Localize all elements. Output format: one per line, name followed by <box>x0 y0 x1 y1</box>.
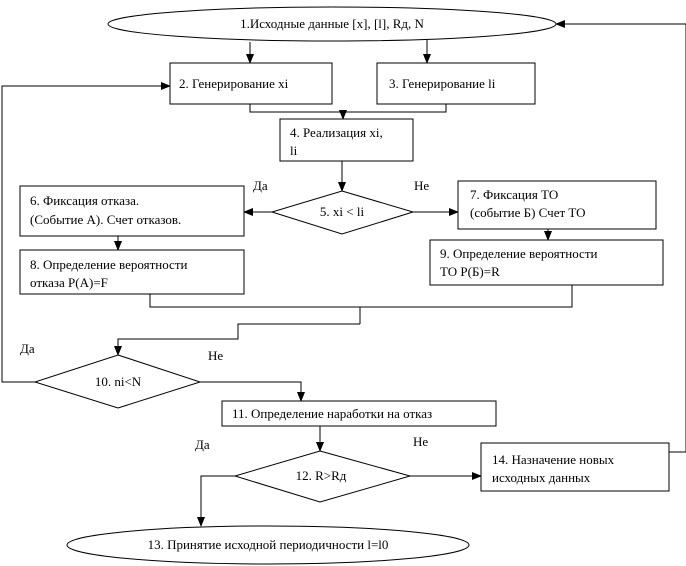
node-6-process: 6. Фиксация отказа. (Событие А). Счет от… <box>19 185 245 237</box>
node-7-process: 7. Фиксация ТО (событие Б) Счет ТО <box>457 180 657 230</box>
node-10-decision: 10. ni<N <box>33 354 202 409</box>
node-1-text: 1.Исходные данные [x], [l], Rд, N <box>240 16 424 31</box>
edge-14-to-1-loop <box>555 20 686 453</box>
edge-8-to-merge <box>149 294 361 324</box>
edge-2-to-4 <box>249 104 343 113</box>
node-9-process: 9. Определение вероятности ТО P(Б)=R <box>429 239 664 286</box>
node-8-process: 8. Определение вероятности отказа P(A)=F <box>19 249 245 295</box>
node-7-text: 7. Фиксация ТО (событие Б) Счет ТО <box>470 187 586 220</box>
node-3-text: 3. Генерирование li <box>389 76 496 91</box>
node-9-shape <box>429 239 664 286</box>
node-4-process: 4. Реализация xi, li <box>279 118 414 162</box>
node-10-shape <box>33 354 202 409</box>
node-13-end: 13. Принятие исходной периодичности l=l0 <box>66 525 470 565</box>
node-5-text: 5. xi < li <box>320 204 365 219</box>
edge-label-no-5: Не <box>414 178 429 193</box>
node-2-shape <box>169 62 333 105</box>
node-3-shape <box>376 62 536 105</box>
node-10-text: 10. ni<N <box>95 374 142 389</box>
node-12-shape <box>233 450 412 503</box>
node-8-text: 8. Определение вероятности отказа P(A)=F <box>30 257 191 290</box>
node-4-text: 4. Реализация xi, li <box>290 125 386 158</box>
node-14-process: 14. Назначение новых исходных данных <box>480 442 670 492</box>
node-12-text: 12. R>Rд <box>296 468 347 483</box>
node-2-text: 2. Генерирование xi <box>179 76 289 91</box>
node-6-text: 6. Фиксация отказа. (Событие А). Счет от… <box>30 193 181 227</box>
node-9-text: 9. Определение вероятности ТО P(Б)=R <box>440 246 601 279</box>
node-1-shape <box>107 6 557 42</box>
edge-3-to-4 <box>343 104 447 113</box>
node-11-text: 11. Определение наработки на отказ <box>232 406 432 421</box>
node-4-shape <box>279 118 414 162</box>
edge-merge-to-10 <box>114 323 360 356</box>
node-11-process: 11. Определение наработки на отказ <box>221 400 497 427</box>
node-5-shape <box>270 190 415 235</box>
node-11-shape <box>221 400 497 427</box>
node-14-shape <box>480 442 670 492</box>
edge-label-yes-12: Да <box>195 437 210 452</box>
edge-label-no-10: Не <box>208 348 223 363</box>
edge-12-to-13 <box>197 475 235 527</box>
edge-label-yes-5: Да <box>253 178 268 193</box>
node-7-shape <box>457 180 657 230</box>
node-12-decision: 12. R>Rд <box>233 450 412 503</box>
edge-label-no-12: Не <box>413 434 428 449</box>
node-14-text: 14. Назначение новых исходных данных <box>492 452 617 485</box>
node-6-shape <box>19 185 245 237</box>
node-2-process: 2. Генерирование xi <box>169 62 333 105</box>
node-13-shape <box>66 525 470 565</box>
edge-10-to-11 <box>200 381 305 402</box>
node-5-decision: 5. xi < li <box>270 190 415 235</box>
node-3-process: 3. Генерирование li <box>376 62 536 105</box>
edge-label-yes-10: Да <box>20 341 35 356</box>
edge-9-to-merge <box>360 285 573 308</box>
edge-10-to-2-loop <box>1 82 171 383</box>
connectors <box>1 20 686 527</box>
node-8-shape <box>19 249 245 295</box>
node-13-text: 13. Принятие исходной периодичности l=l0 <box>148 537 389 552</box>
node-1-start: 1.Исходные данные [x], [l], Rд, N <box>107 6 557 42</box>
